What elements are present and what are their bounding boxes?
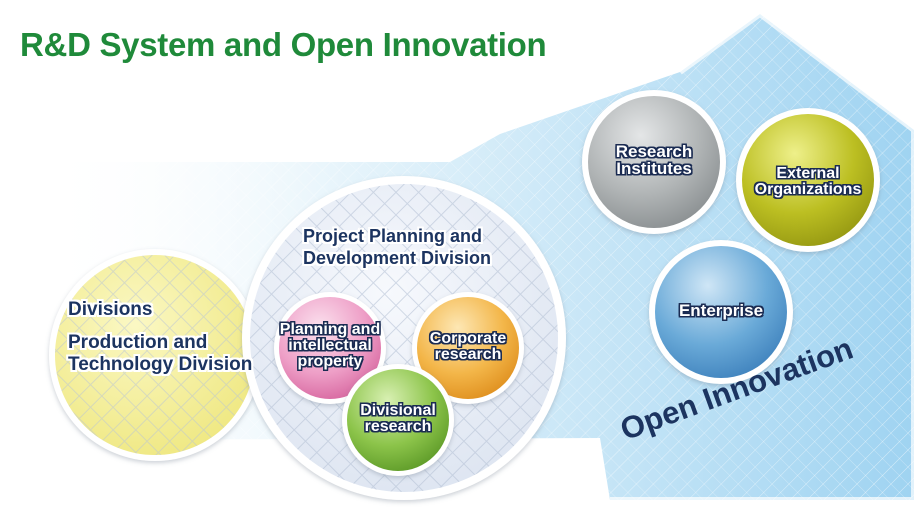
- page-title: R&D System and Open Innovation: [20, 26, 547, 63]
- external-organizations-line1: External: [776, 165, 840, 182]
- divisional-label: Divisional research: [348, 403, 448, 435]
- production-label-line1: Production and: [68, 332, 208, 353]
- divisions-label: Divisions: [68, 299, 153, 320]
- project-planning-title-line1: Project Planning and: [303, 226, 483, 246]
- project-planning-circle: [242, 176, 566, 500]
- divisional-label-line1: Divisional: [360, 402, 436, 419]
- planning-label-line2: intellectual: [288, 337, 372, 354]
- corporate-ball: [412, 292, 524, 404]
- corporate-label-line1: Corporate: [429, 330, 507, 347]
- production-label-line2: Technology Division: [68, 354, 253, 375]
- corporate-label-line2: research: [434, 346, 502, 363]
- research-institutes-label: Research Institutes: [604, 143, 704, 177]
- enterprise-label: Enterprise: [678, 301, 764, 320]
- planning-ball: [274, 292, 386, 404]
- corporate-label: Corporate research: [418, 331, 518, 363]
- divisional-ball: [342, 364, 454, 476]
- research-institutes-line1: Research: [615, 142, 693, 161]
- enterprise-ball: [649, 240, 793, 384]
- research-institutes-ball: [582, 90, 726, 234]
- planning-label: Planning and intellectual property: [270, 322, 390, 370]
- project-planning-title-line2: Development Division: [303, 248, 492, 268]
- external-organizations-line2: Organizations: [754, 181, 862, 198]
- divisions-circle: [49, 249, 261, 461]
- external-organizations-ball: [736, 108, 880, 252]
- planning-label-line3: property: [297, 353, 363, 370]
- divisional-label-line2: research: [364, 418, 432, 435]
- research-institutes-line2: Institutes: [616, 159, 692, 178]
- planning-label-line1: Planning and: [279, 321, 381, 338]
- external-organizations-label: External Organizations: [748, 166, 868, 198]
